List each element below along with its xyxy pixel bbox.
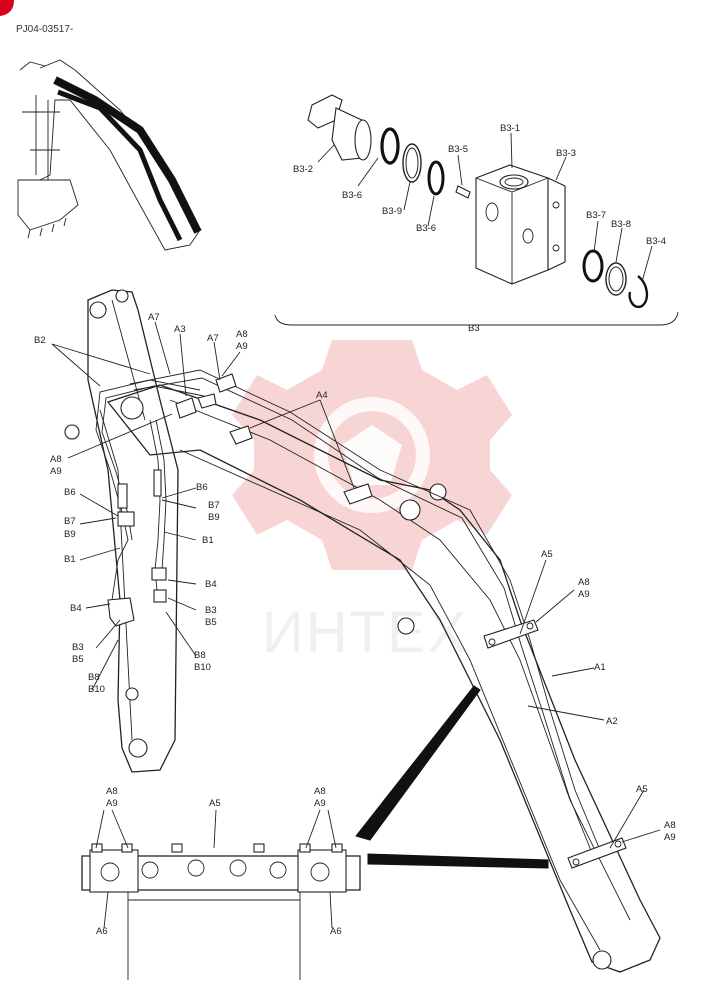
label-b6-left: B6 (64, 487, 76, 498)
snap-ring-b3-4 (628, 275, 649, 309)
block-b3-1 (475, 164, 549, 285)
label-a9-left: A9 (50, 466, 62, 477)
callout-labels: B2 A7 A3 A7 A8 A9 A4 A8 A9 B6 B7 B9 B1 B… (34, 312, 676, 937)
label-a6-detail-right: A6 (330, 926, 342, 937)
o-ring-b3-6-left (380, 127, 400, 165)
label-b10-right: B10 (194, 662, 211, 673)
label-b3-5: B3-5 (448, 144, 468, 155)
label-b3-left: B3 (72, 642, 84, 653)
document-code: PJ04-03517- (16, 24, 73, 35)
label-b3-9: B3-9 (382, 206, 402, 217)
thumbnail-arm (17, 59, 202, 251)
label-a8-top: A8 (236, 329, 248, 340)
label-b3-3: B3-3 (556, 148, 576, 159)
label-b2: B2 (34, 335, 46, 346)
label-a7-right: A7 (207, 333, 219, 344)
label-b9-left: B9 (64, 529, 76, 540)
label-b7-right: B7 (208, 500, 220, 511)
watermark-text: ИНТЕХ (262, 600, 468, 665)
label-a5-upper: A5 (541, 549, 553, 560)
corner-marker (0, 0, 14, 16)
label-a9-top: A9 (236, 341, 248, 352)
label-b7-left: B7 (64, 516, 76, 527)
label-a8-right-upper: A8 (578, 577, 590, 588)
main-arm (64, 289, 661, 973)
callout-leaders (51, 321, 661, 849)
detail-a5 (81, 809, 361, 980)
label-b3-2: B3-2 (293, 164, 313, 175)
label-a5-detail: A5 (209, 798, 221, 809)
label-b5-left: B5 (72, 654, 84, 665)
label-a5-lower: A5 (636, 784, 648, 795)
label-b5-right: B5 (205, 617, 217, 628)
o-ring-b3-6-right (427, 160, 445, 196)
label-a1: A1 (594, 662, 606, 673)
watermark: ИНТЕХ (232, 340, 512, 665)
label-a8-right-lower: A8 (664, 820, 676, 831)
backup-ring-b3-9 (402, 143, 422, 183)
detail-b3: B3-2 B3-6 B3-9 B3-6 B3-5 B3-1 B3-3 B3-7 … (274, 94, 679, 334)
label-b8-right: B8 (194, 650, 206, 661)
label-b3-6a: B3-6 (342, 190, 362, 201)
label-a8-detail-right: A8 (314, 786, 326, 797)
label-b3-right: B3 (205, 605, 217, 616)
label-b1-left: B1 (64, 554, 76, 565)
label-a8-detail-left: A8 (106, 786, 118, 797)
o-ring-b3-7 (582, 249, 604, 283)
label-b9-right: B9 (208, 512, 220, 523)
label-b6-right: B6 (196, 482, 208, 493)
label-a9-right-lower: A9 (664, 832, 676, 843)
label-a6-detail-left: A6 (96, 926, 108, 937)
backup-ring-b3-8 (605, 262, 627, 296)
label-b3-group: B3 (468, 323, 480, 334)
label-a2: A2 (606, 716, 618, 727)
leader-stripe-lower (367, 853, 549, 869)
label-a7-left: A7 (148, 312, 160, 323)
label-a9-right-upper: A9 (578, 589, 590, 600)
label-a9-detail-left: A9 (106, 798, 118, 809)
elbow-fitting (307, 94, 372, 161)
label-b4-left: B4 (70, 603, 82, 614)
clamp-row (89, 843, 347, 893)
label-a4: A4 (316, 390, 328, 401)
label-b4-right: B4 (205, 579, 217, 590)
label-b3-7: B3-7 (586, 210, 606, 221)
label-a8-left: A8 (50, 454, 62, 465)
leader-stripe-upper (355, 685, 481, 841)
label-b3-1: B3-1 (500, 123, 520, 134)
label-b3-6b: B3-6 (416, 223, 436, 234)
flange-b3-3 (547, 177, 566, 271)
watermark-gear-icon (232, 340, 512, 570)
hose-fitting-left (117, 483, 128, 509)
label-b1-right: B1 (202, 535, 214, 546)
label-b10-left: B10 (88, 684, 105, 695)
label-b3-4: B3-4 (646, 236, 666, 247)
pin-b3-5 (455, 185, 471, 199)
label-b3-8: B3-8 (611, 219, 631, 230)
label-a9-detail-right: A9 (314, 798, 326, 809)
label-b8-left: B8 (88, 672, 100, 683)
label-a3: A3 (174, 324, 186, 335)
